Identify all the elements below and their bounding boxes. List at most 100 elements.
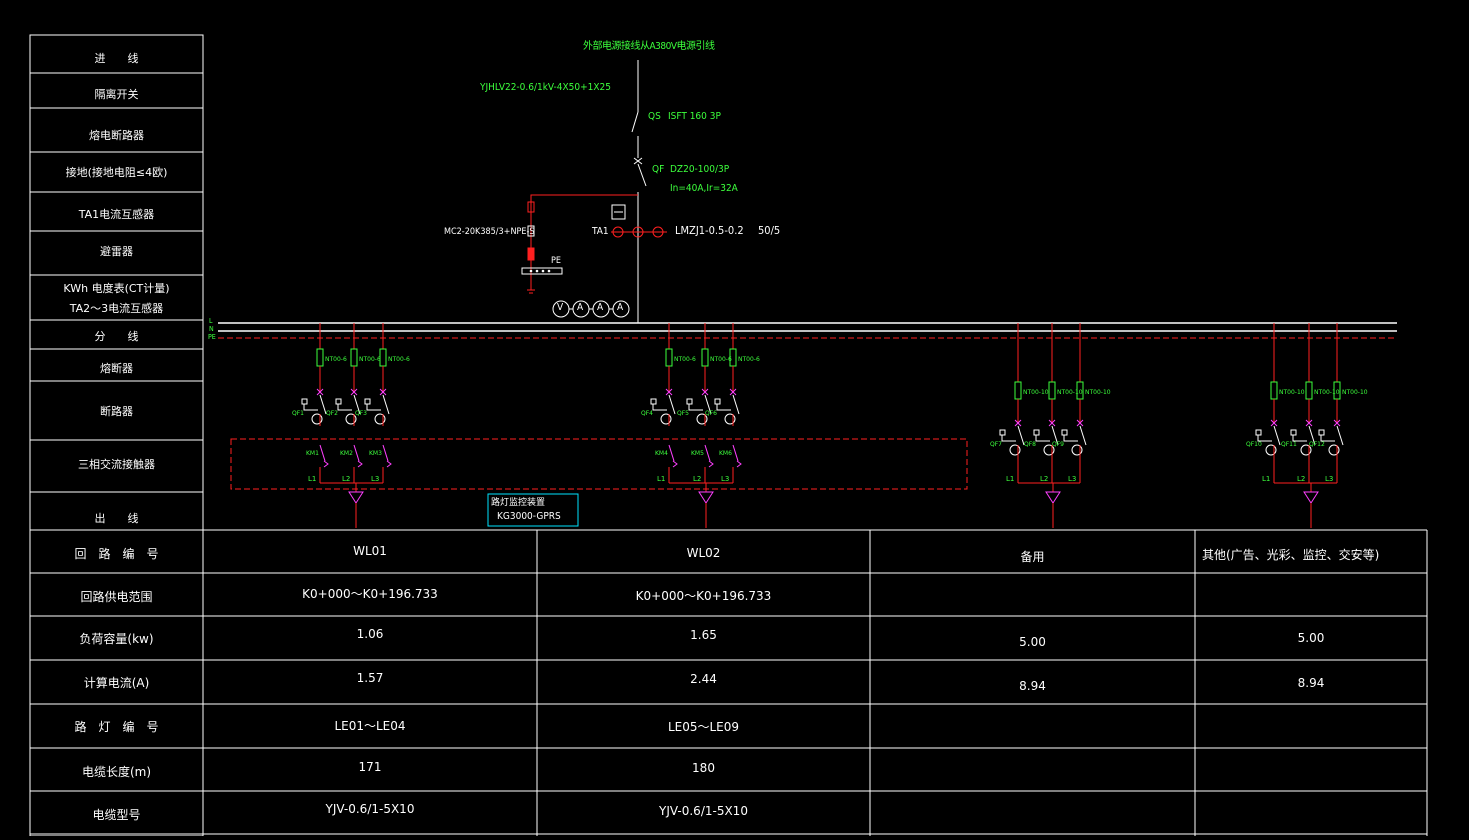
label-fuse: 熔断器 — [100, 362, 133, 375]
contactor-zone — [230, 438, 968, 490]
pe-label: PE — [551, 256, 561, 266]
breaker-coil — [1009, 444, 1021, 456]
phase-label: L3 — [371, 475, 379, 483]
breaker-aux — [650, 398, 657, 405]
breaker-coil — [1328, 444, 1340, 456]
breaker-cross — [665, 388, 673, 396]
breaker-aux — [714, 398, 721, 405]
qf-tag: QF — [652, 164, 665, 175]
cell-c1-r5: LE01～LE04 — [334, 719, 406, 733]
breaker-cross — [316, 388, 324, 396]
fuse-label: NT00-10 — [1085, 389, 1111, 396]
breaker-aux — [364, 398, 371, 405]
breaker-aux — [301, 398, 308, 405]
cell-c2-r3: 1.65 — [690, 628, 717, 642]
cell-c1-r7: YJV-0.6/1-5X10 — [325, 802, 415, 816]
incoming-line — [631, 60, 647, 323]
row-label-circuit-no: 回 路 编 号 — [74, 547, 159, 561]
breaker-label: QF11 — [1281, 441, 1297, 448]
left-label-frame — [29, 34, 204, 837]
fuse-symbol — [350, 348, 358, 367]
contactor-tip — [357, 460, 363, 468]
breaker-cross — [1076, 419, 1084, 427]
breaker-label: QF2 — [326, 410, 338, 417]
label-kwh: KWh 电度表(CT计量) — [63, 282, 170, 295]
cell-c3-r1: 备用 — [1020, 550, 1045, 564]
breaker-aux — [686, 398, 693, 405]
breaker-label: QF5 — [677, 410, 689, 417]
breaker-blade — [1336, 425, 1344, 446]
breaker-label: QF4 — [641, 410, 653, 417]
ct-ratio: 50/5 — [758, 224, 781, 237]
cell-c4-r4: 8.94 — [1297, 676, 1325, 690]
cell-c3-r3: 5.00 — [1019, 635, 1046, 649]
fuse-label: NT00-6 — [710, 356, 732, 363]
phase-label: L2 — [1040, 475, 1048, 483]
breaker-coil — [1043, 444, 1055, 456]
contactor-tip — [323, 460, 329, 468]
breaker-blade — [1273, 425, 1281, 446]
fuse-symbol — [665, 348, 673, 367]
fuse-label: NT00-6 — [738, 356, 760, 363]
breaker-blade — [1308, 425, 1316, 446]
contactor-label: KM6 — [719, 450, 732, 457]
breaker-link — [366, 404, 381, 411]
meter-a2-label: A — [597, 302, 604, 313]
label-grounding: 接地(接地电阻≤4欧) — [65, 166, 168, 179]
breaker-aux — [999, 429, 1006, 436]
breaker-cross — [701, 388, 709, 396]
outgoing-arrow — [1303, 491, 1319, 504]
fuse-label: NT00-10 — [1314, 389, 1340, 396]
label-arrester: 避雷器 — [100, 245, 133, 258]
fuse-symbol — [1270, 381, 1278, 400]
label-contactor: 三相交流接触器 — [78, 458, 155, 471]
cell-c2-r2: K0+000～K0+196.733 — [635, 589, 772, 603]
breaker-blade — [1017, 425, 1025, 446]
cell-c1-r4: 1.57 — [356, 671, 384, 685]
fuse-symbol — [1014, 381, 1022, 400]
cell-c2-r1: WL02 — [686, 546, 721, 560]
label-isolator: 隔离开关 — [94, 88, 139, 101]
breaker-coil — [345, 413, 357, 425]
outgoing-arrow — [698, 491, 714, 504]
breaker-link — [1257, 435, 1272, 442]
qs-tag: QS — [648, 111, 661, 122]
breaker-link — [652, 404, 667, 411]
cell-c2-r5: LE05～LE09 — [667, 720, 740, 734]
cell-c2-r7: YJV-0.6/1-5X10 — [659, 804, 748, 818]
meter-v-label: V — [557, 302, 564, 313]
phase-label: L1 — [1006, 475, 1014, 483]
feeder-groups: NT00-6QF1KM1L1NT00-6QF2KM2L2NT00-6QF3KM3… — [292, 323, 1368, 528]
contactor-blade — [319, 444, 326, 462]
fuse-label: NT00-6 — [325, 356, 347, 363]
contactor-blade — [704, 444, 711, 462]
breaker-cross — [1270, 419, 1278, 427]
incoming-title: 外部电源接线从A380V电源引线 — [583, 41, 715, 52]
breaker-coil — [1071, 444, 1083, 456]
cell-c1-r6: 171 — [358, 760, 382, 774]
breaker-cross — [729, 388, 737, 396]
meter-a1-label: A — [577, 302, 584, 313]
breaker-label: QF12 — [1309, 441, 1325, 448]
cell-c4-r1: 其他(广告、光彩、监控、交安等) — [1202, 548, 1380, 562]
breaker-blade — [1051, 425, 1059, 446]
breaker-cross — [1305, 419, 1313, 427]
cell-c4-r3: 5.00 — [1297, 631, 1325, 645]
row-label-load: 负荷容量(kw) — [79, 632, 154, 646]
breaker-coil — [696, 413, 708, 425]
contactor-blade — [732, 444, 739, 462]
fuse-symbol — [701, 348, 709, 367]
breaker-label: QF9 — [1052, 441, 1064, 448]
energy-meter — [611, 204, 667, 238]
breaker-blade — [319, 394, 327, 415]
row-label-cable-type: 电缆型号 — [92, 808, 141, 822]
outgoing-arrow — [1045, 491, 1061, 504]
fuse-label: NT00-10 — [1057, 389, 1083, 396]
breaker-aux — [1061, 429, 1068, 436]
outgoing-arrow — [348, 491, 364, 504]
label-breaker-main: 熔电断路器 — [89, 129, 144, 142]
breaker-link — [1320, 435, 1335, 442]
breaker-aux — [335, 398, 342, 405]
